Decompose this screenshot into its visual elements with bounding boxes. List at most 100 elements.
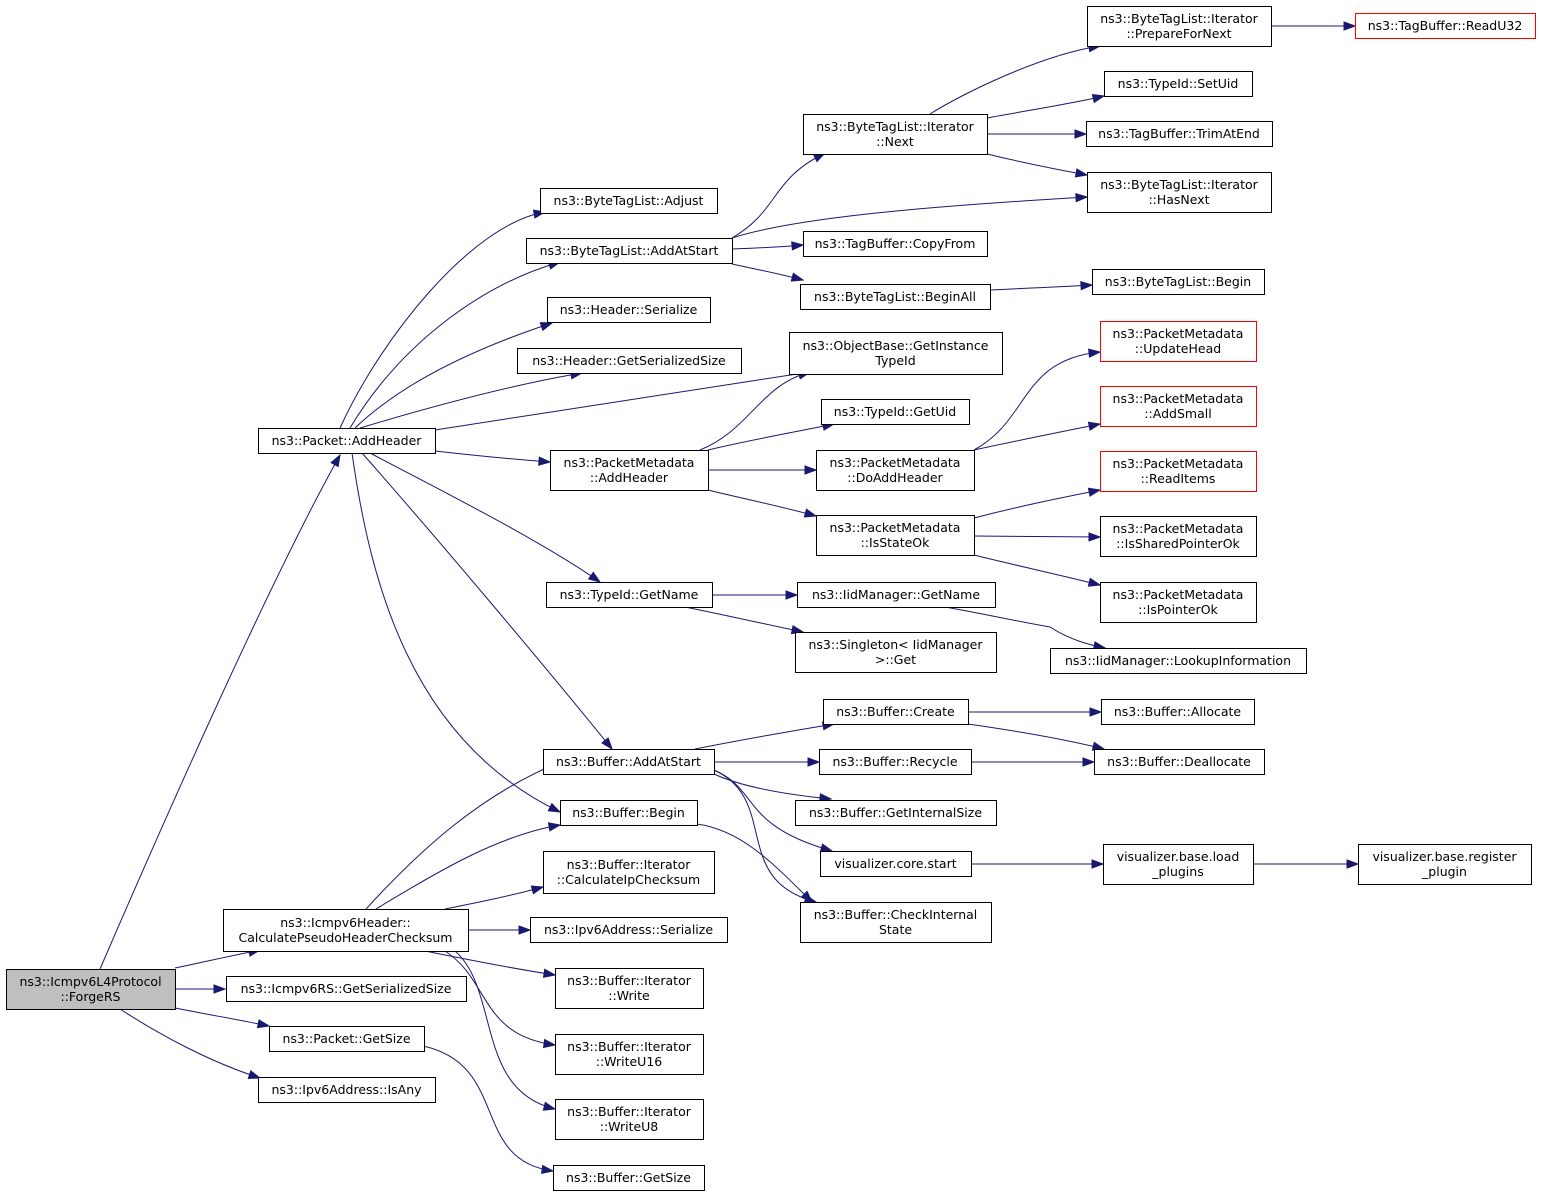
node-label: >::Get bbox=[875, 652, 916, 667]
node-box bbox=[1104, 71, 1253, 97]
node-box bbox=[526, 238, 733, 264]
graph-node-forgers[interactable]: ns3::Icmpv6L4Protocol::ForgeRS bbox=[6, 969, 176, 1010]
graph-node-btliternext[interactable]: ns3::ByteTagList::Iterator::Next bbox=[803, 114, 988, 155]
graph-node-bufrecycle[interactable]: ns3::Buffer::Recycle bbox=[819, 749, 972, 775]
edge-arrowhead bbox=[547, 802, 562, 813]
graph-node-btlprepnext[interactable]: ns3::ByteTagList::Iterator::PrepareForNe… bbox=[1087, 6, 1272, 47]
graph-node-itercalcip[interactable]: ns3::Buffer::Iterator::CalculateIpChecks… bbox=[543, 851, 715, 894]
edge-arrowhead bbox=[1343, 21, 1357, 31]
node-label: ns3::IidManager::LookupInformation bbox=[1065, 653, 1291, 668]
edge-line bbox=[119, 1008, 261, 1079]
edge-line bbox=[986, 153, 1088, 176]
node-box bbox=[821, 399, 970, 425]
edge-line bbox=[973, 423, 1101, 451]
node-label: ns3::TagBuffer::CopyFrom bbox=[815, 236, 976, 251]
node-box bbox=[553, 1165, 705, 1191]
edge-line bbox=[354, 322, 553, 429]
graph-node-pmissharedptr[interactable]: ns3::PacketMetadata::IsSharedPointerOk bbox=[1100, 516, 1257, 557]
graph-node-pmisstateok[interactable]: ns3::PacketMetadata::IsStateOk bbox=[816, 515, 975, 556]
graph-node-pmaddsmall[interactable]: ns3::PacketMetadata::AddSmall bbox=[1100, 386, 1257, 427]
edge-arrowhead bbox=[538, 456, 552, 466]
call-edge bbox=[731, 192, 1089, 239]
node-box bbox=[816, 515, 975, 556]
edge-arrowhead bbox=[547, 822, 562, 832]
node-box bbox=[1087, 172, 1272, 213]
call-edge bbox=[454, 950, 557, 1111]
graph-node-bufbegin[interactable]: ns3::Buffer::Begin bbox=[560, 800, 698, 826]
graph-node-iterwrite[interactable]: ns3::Buffer::Iterator::Write bbox=[555, 968, 704, 1009]
graph-node-bufcreate[interactable]: ns3::Buffer::Create bbox=[823, 699, 969, 725]
graph-node-typeidgetname[interactable]: ns3::TypeId::GetName bbox=[546, 582, 713, 608]
call-edge bbox=[361, 452, 613, 751]
call-edge bbox=[699, 370, 812, 451]
graph-node-hdrserialize[interactable]: ns3::Header::Serialize bbox=[547, 297, 711, 323]
graph-node-typeidsetuid[interactable]: ns3::TypeId::SetUid bbox=[1104, 71, 1253, 97]
graph-node-btladdatstart[interactable]: ns3::ByteTagList::AddAtStart bbox=[526, 238, 733, 264]
graph-node-calcpseudo[interactable]: ns3::Icmpv6Header::CalculatePseudoHeader… bbox=[223, 909, 469, 952]
node-label: ns3::ByteTagList::Adjust bbox=[554, 193, 704, 208]
graph-node-visloadplugins[interactable]: visualizer.base.load_plugins bbox=[1103, 844, 1254, 885]
node-label: ns3::PacketMetadata bbox=[1113, 587, 1244, 602]
graph-node-bufdeallocate[interactable]: ns3::Buffer::Deallocate bbox=[1094, 749, 1265, 775]
graph-node-visregplugin[interactable]: visualizer.base.register_plugin bbox=[1358, 844, 1532, 885]
edge-arrowhead bbox=[791, 241, 805, 251]
node-label: ns3::Ipv6Address::Serialize bbox=[544, 922, 713, 937]
graph-node-pktgetsize[interactable]: ns3::Packet::GetSize bbox=[269, 1026, 425, 1052]
node-label: ::WriteU8 bbox=[600, 1119, 659, 1134]
graph-node-tagbufcopyfrom[interactable]: ns3::TagBuffer::CopyFrom bbox=[803, 231, 988, 257]
edge-line bbox=[422, 1045, 554, 1172]
graph-node-singletonget[interactable]: ns3::Singleton< IidManager>::Get bbox=[795, 632, 997, 673]
node-label: ns3::Buffer::Create bbox=[836, 704, 955, 719]
graph-node-bufaddatstart[interactable]: ns3::Buffer::AddAtStart bbox=[543, 749, 715, 775]
edge-arrowhead bbox=[539, 322, 554, 332]
graph-node-iterwriteu16[interactable]: ns3::Buffer::Iterator::WriteU16 bbox=[555, 1034, 704, 1075]
graph-node-rsgetsersize[interactable]: ns3::Icmpv6RS::GetSerializedSize bbox=[226, 976, 467, 1002]
graph-node-ipv6isany[interactable]: ns3::Ipv6Address::IsAny bbox=[258, 1077, 436, 1103]
node-label: ns3::Header::Serialize bbox=[560, 302, 698, 317]
graph-node-pmaddheader[interactable]: ns3::PacketMetadata::AddHeader bbox=[550, 450, 709, 491]
node-box bbox=[1355, 13, 1536, 39]
edge-arrowhead bbox=[1074, 168, 1089, 178]
graph-node-btlhasnext[interactable]: ns3::ByteTagList::Iterator::HasNext bbox=[1087, 172, 1272, 213]
graph-node-ipv6serialize[interactable]: ns3::Ipv6Address::Serialize bbox=[530, 917, 728, 943]
node-label: ::IsPointerOk bbox=[1138, 602, 1218, 617]
graph-node-bufallocate[interactable]: ns3::Buffer::Allocate bbox=[1101, 699, 1255, 725]
node-box bbox=[540, 188, 718, 214]
node-box bbox=[800, 284, 991, 310]
node-label: ::DoAddHeader bbox=[847, 470, 943, 485]
graph-node-iterwriteu8[interactable]: ns3::Buffer::Iterator::WriteU8 bbox=[555, 1099, 704, 1140]
node-label: ns3::Buffer::Deallocate bbox=[1107, 754, 1251, 769]
call-edge bbox=[986, 94, 1106, 119]
graph-node-bufgetinternal[interactable]: ns3::Buffer::GetInternalSize bbox=[795, 800, 997, 826]
node-box bbox=[800, 902, 992, 943]
graph-node-viscorestart[interactable]: visualizer.core.start bbox=[820, 851, 972, 877]
graph-node-btlbeginall[interactable]: ns3::ByteTagList::BeginAll bbox=[800, 284, 991, 310]
node-label: ns3::ByteTagList::Iterator bbox=[1100, 11, 1258, 26]
call-edge bbox=[989, 280, 1094, 291]
graph-node-btlbegin[interactable]: ns3::ByteTagList::Begin bbox=[1092, 269, 1265, 295]
graph-node-pmupdatehead[interactable]: ns3::PacketMetadata::UpdateHead bbox=[1100, 321, 1257, 362]
node-label: visualizer.core.start bbox=[834, 856, 956, 871]
graph-node-pmreaditems[interactable]: ns3::PacketMetadata::ReadItems bbox=[1100, 451, 1257, 492]
call-edge bbox=[973, 554, 1102, 587]
call-edge bbox=[707, 489, 818, 518]
graph-node-tagbufreadu32[interactable]: ns3::TagBuffer::ReadU32 bbox=[1355, 13, 1536, 39]
node-label: ns3::IidManager::GetName bbox=[812, 587, 980, 602]
graph-node-tagbuftrim[interactable]: ns3::TagBuffer::TrimAtEnd bbox=[1086, 121, 1273, 147]
graph-node-pmdoaddheader[interactable]: ns3::PacketMetadata::DoAddHeader bbox=[816, 450, 975, 491]
node-label: ::PrepareForNext bbox=[1126, 26, 1231, 41]
call-edge bbox=[1271, 21, 1357, 31]
graph-node-hdrgetsersize[interactable]: ns3::Header::GetSerializedSize bbox=[517, 348, 742, 374]
graph-node-iidlookup[interactable]: ns3::IidManager::LookupInformation bbox=[1050, 648, 1307, 674]
graph-node-addheader[interactable]: ns3::Packet::AddHeader bbox=[258, 428, 436, 454]
graph-node-btladjust[interactable]: ns3::ByteTagList::Adjust bbox=[540, 188, 718, 214]
graph-node-pmisptrok[interactable]: ns3::PacketMetadata::IsPointerOk bbox=[1100, 582, 1257, 623]
graph-node-iidgetname[interactable]: ns3::IidManager::GetName bbox=[797, 582, 996, 608]
graph-node-typeidgetuid[interactable]: ns3::TypeId::GetUid bbox=[821, 399, 970, 425]
graph-node-bufgetsize[interactable]: ns3::Buffer::GetSize bbox=[553, 1165, 705, 1191]
node-box bbox=[795, 632, 997, 673]
node-label: ns3::ByteTagList::AddAtStart bbox=[540, 243, 719, 258]
edge-arrowhead bbox=[1087, 487, 1102, 497]
